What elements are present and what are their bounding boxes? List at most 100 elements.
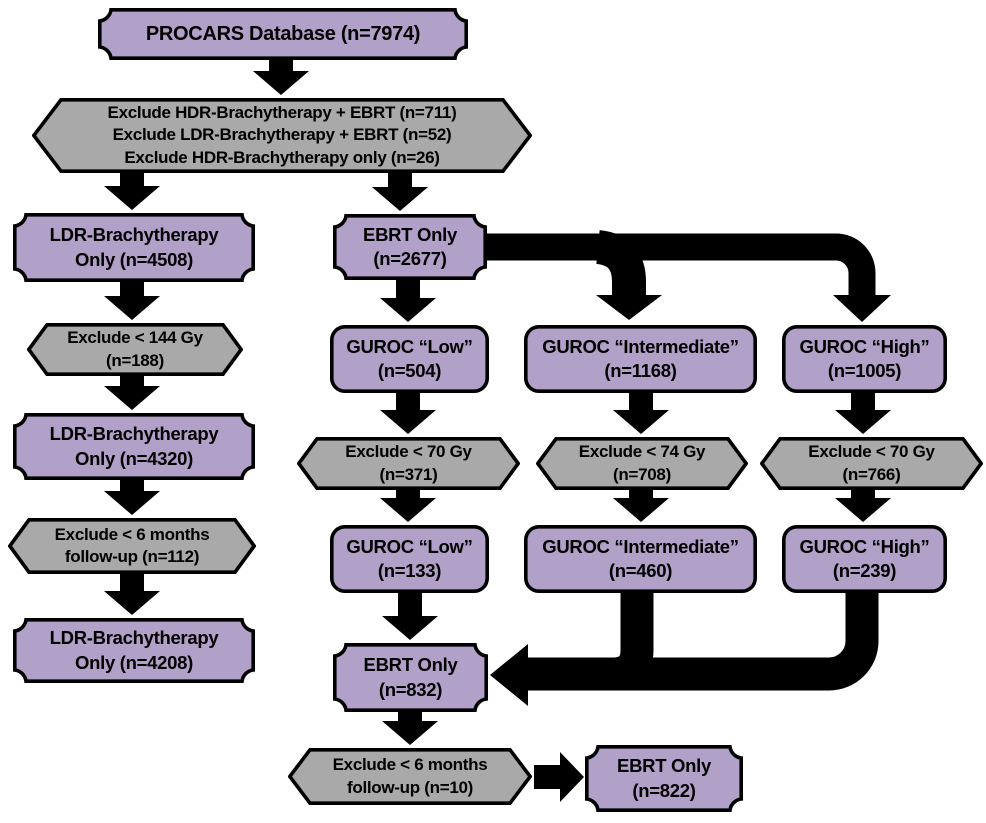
arrow-exclusions-to-ebrt2677 [372, 171, 428, 211]
node-text-line: (n=832) [378, 678, 443, 700]
node-text-line: follow-up (n=112) [64, 547, 200, 566]
node-text-line: Exclude < 6 months [54, 524, 210, 544]
node-label: GUROC “Low” (n=504) [330, 325, 489, 393]
arrow-exclusions-to-ldr4508 [104, 171, 160, 210]
arrow-procars-to-exclusions [253, 58, 309, 95]
node-procars-database: PROCARS Database (n=7974) [98, 8, 468, 60]
node-ldr-brachytherapy-4508: LDR-Brachytherapy Only (n=4508) [13, 213, 255, 282]
arrow-followup112-to-ldr4208 [104, 572, 160, 615]
node-text-line: (n=822) [632, 779, 696, 801]
node-text-line: (n=766) [842, 464, 901, 484]
node-text-line: EBRT Only [617, 755, 711, 777]
node-guroc-low-133: GUROC “Low” (n=133) [330, 525, 489, 593]
node-text-line: LDR-Brachytherapy [49, 423, 219, 445]
node-text-line: (n=460) [608, 560, 673, 581]
node-text-line: PROCARS Database (n=7974) [145, 23, 421, 45]
node-text-line: (n=708) [613, 464, 671, 484]
node-ebrt-only-822: EBRT Only (n=822) [585, 745, 743, 812]
arrow-gurochigh1005-to-exclude766 [835, 391, 891, 434]
node-text-line: Only (n=4208) [75, 651, 193, 673]
node-label: LDR-Brachytherapy Only (n=4508) [13, 213, 255, 282]
node-text-line: LDR-Brachytherapy [49, 224, 219, 246]
node-exclude-74gy-708: Exclude < 74 Gy (n=708) [536, 437, 748, 490]
arrow-gurocint1168-to-exclude708 [613, 391, 669, 434]
node-label: EBRT Only (n=2677) [333, 214, 487, 280]
node-guroc-intermediate-460: GUROC “Intermediate” (n=460) [524, 525, 757, 593]
node-exclude-initial: Exclude HDR-Brachytherapy + EBRT (n=711)… [32, 98, 532, 173]
node-label: GUROC “Intermediate” (n=460) [524, 525, 757, 593]
node-text-line: LDR-Brachytherapy [49, 627, 219, 649]
node-label: GUROC “High” (n=239) [782, 525, 947, 593]
arrow-guroclow504-to-exclude371 [380, 391, 436, 434]
node-text-line: (n=133) [377, 560, 442, 581]
node-exclude-70gy-766: Exclude < 70 Gy (n=766) [760, 437, 983, 490]
node-text-line: Only (n=4320) [75, 447, 193, 469]
connector-merge-into-ebrt832 [490, 592, 879, 706]
node-label: PROCARS Database (n=7974) [98, 8, 468, 60]
node-text-line: Exclude < 144 Gy [67, 328, 203, 348]
node-label: GUROC “Low” (n=133) [330, 525, 489, 593]
node-text-line: GUROC “Intermediate” [542, 335, 739, 357]
node-label: Exclude < 6 months follow-up (n=10) [288, 748, 532, 805]
node-label: Exclude < 6 months follow-up (n=112) [8, 518, 256, 574]
node-guroc-intermediate-1168: GUROC “Intermediate” (n=1168) [524, 325, 757, 393]
arrow-exclude144-to-ldr4320 [104, 373, 160, 410]
arrow-ebrt832-to-followup10 [382, 710, 438, 745]
arrow-exclude371-to-guroclow133 [380, 488, 436, 522]
node-text-line: (n=371) [379, 464, 438, 484]
node-ebrt-only-832: EBRT Only (n=832) [333, 643, 488, 712]
node-exclude-followup-10: Exclude < 6 months follow-up (n=10) [288, 748, 532, 805]
node-label: EBRT Only (n=822) [585, 745, 743, 812]
node-label: LDR-Brachytherapy Only (n=4208) [13, 618, 255, 683]
node-ldr-brachytherapy-4208: LDR-Brachytherapy Only (n=4208) [13, 618, 255, 683]
node-guroc-high-1005: GUROC “High” (n=1005) [782, 325, 947, 393]
node-text-line: EBRT Only [363, 654, 458, 676]
arrow-ldr4508-to-exclude144 [104, 280, 160, 320]
node-guroc-low-504: GUROC “Low” (n=504) [330, 325, 489, 393]
node-text-line: (n=1005) [827, 360, 902, 381]
node-label: GUROC “Intermediate” (n=1168) [524, 325, 757, 393]
node-text-line: (n=504) [377, 360, 442, 381]
node-text-line: GUROC “High” [799, 335, 930, 357]
node-text-line: GUROC “High” [799, 535, 930, 557]
node-text-line: Exclude < 70 Gy [345, 442, 472, 462]
node-exclude-followup-112: Exclude < 6 months follow-up (n=112) [8, 518, 256, 574]
node-text-line: Exclude < 70 Gy [808, 442, 935, 462]
node-label: Exclude HDR-Brachytherapy + EBRT (n=711)… [32, 98, 532, 173]
node-text-line: Exclude < 74 Gy [578, 442, 706, 462]
node-guroc-high-239: GUROC “High” (n=239) [782, 525, 947, 593]
node-ldr-brachytherapy-4320: LDR-Brachytherapy Only (n=4320) [13, 413, 255, 480]
node-text-line: Exclude HDR-Brachytherapy only (n=26) [124, 147, 440, 167]
node-label: LDR-Brachytherapy Only (n=4320) [13, 413, 255, 480]
arrow-ldr4320-to-followup112 [104, 478, 160, 515]
node-label: Exclude < 74 Gy (n=708) [536, 437, 748, 490]
node-text-line: follow-up (n=10) [347, 777, 473, 797]
node-exclude-70gy-371: Exclude < 70 Gy (n=371) [297, 437, 520, 490]
node-text-line: GUROC “Intermediate” [542, 535, 739, 557]
node-label: Exclude < 70 Gy (n=766) [760, 437, 983, 490]
node-text-line: (n=2677) [373, 248, 447, 269]
node-text-line: Only (n=4508) [75, 248, 193, 270]
node-text-line: (n=1168) [604, 360, 677, 381]
arrow-followup10-to-ebrt822 [534, 752, 584, 802]
node-ebrt-only-2677: EBRT Only (n=2677) [333, 214, 487, 280]
node-text-line: (n=188) [106, 350, 164, 370]
node-label: Exclude < 70 Gy (n=371) [297, 437, 520, 490]
node-label: EBRT Only (n=832) [333, 643, 488, 712]
connector-ebrt2677-branch [484, 230, 891, 322]
node-text-line: Exclude LDR-Brachytherapy + EBRT (n=52) [112, 125, 452, 145]
node-text-line: EBRT Only [363, 223, 457, 245]
arrow-exclude708-to-gurocint460 [613, 488, 669, 522]
node-label: Exclude < 144 Gy (n=188) [27, 323, 243, 376]
node-text-line: (n=239) [832, 560, 897, 581]
arrow-guroclow133-to-ebrt832 [382, 591, 438, 640]
arrow-ebrt2677-to-guroclow504 [380, 278, 436, 322]
node-label: GUROC “High” (n=1005) [782, 325, 947, 393]
node-text-line: GUROC “Low” [346, 535, 473, 557]
arrow-exclude766-to-gurochigh239 [835, 488, 891, 522]
node-text-line: GUROC “Low” [346, 335, 473, 357]
node-text-line: Exclude < 6 months [332, 755, 488, 775]
node-text-line: Exclude HDR-Brachytherapy + EBRT (n=711) [107, 103, 457, 123]
